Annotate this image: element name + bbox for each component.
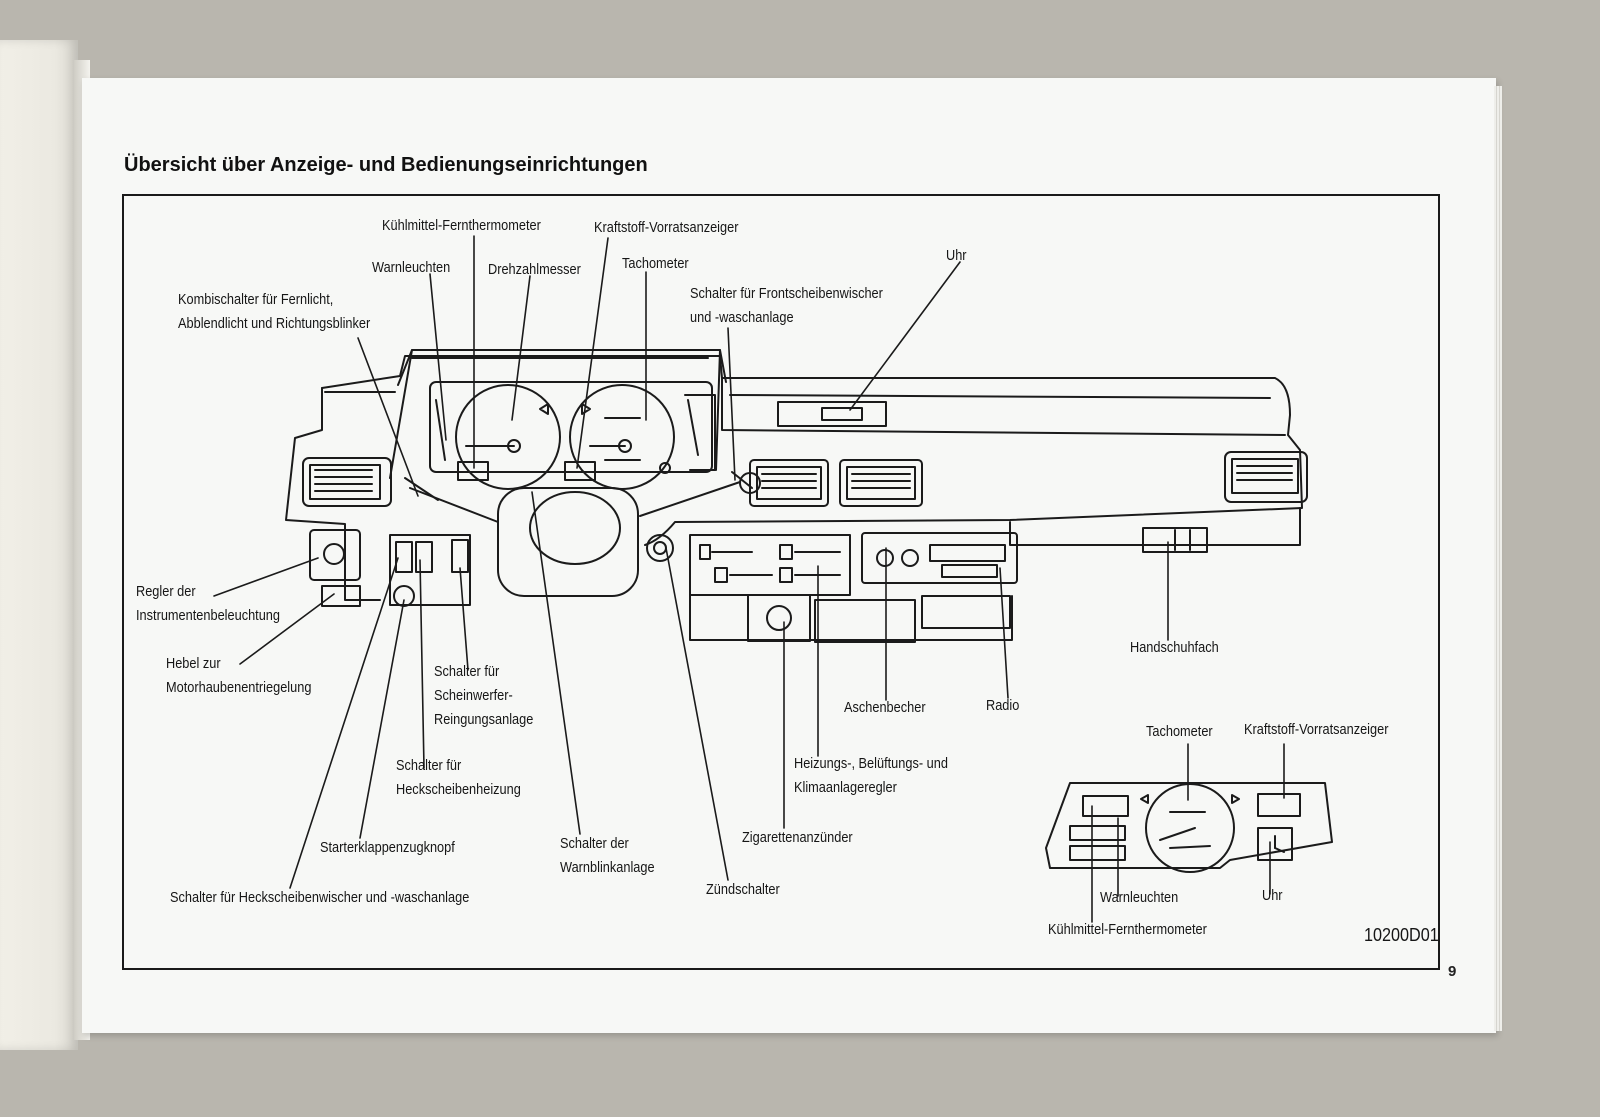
inset-cluster [1045, 782, 1333, 873]
label-drehzahlmesser: Drehzahlmesser [488, 262, 581, 278]
label-tachometer: Tachometer [622, 256, 689, 272]
leader-lines [213, 235, 1169, 889]
label-inset-tachometer: Tachometer [1146, 724, 1213, 740]
label-zigarettenanzuender: Zigarettenanzünder [742, 830, 853, 846]
label-uhr: Uhr [946, 248, 967, 264]
page-stack-edge [1494, 86, 1502, 1031]
glovebox-latch [1142, 527, 1208, 553]
steering-column [404, 471, 761, 597]
label-radio: Radio [986, 698, 1020, 714]
dashboard-body [285, 349, 1303, 601]
label-inset-kuehlmittel: Kühlmittel-Fernthermometer [1048, 922, 1207, 938]
label-heckscheibenwischer: Schalter für Heckscheibenwischer und -wa… [170, 890, 470, 906]
label-warnblinkanlage: Schalter der Warnblinkanlage [560, 836, 655, 876]
center-console [646, 532, 1018, 643]
clock-housing [777, 401, 887, 427]
label-starterklappenzugknopf: Starterklappenzugknopf [320, 840, 455, 856]
inset-leader-lines [1091, 743, 1285, 923]
label-inset-warnleuchten: Warnleuchten [1100, 890, 1179, 906]
manual-page [82, 78, 1496, 1033]
label-frontscheibenwischer: Schalter für Frontscheibenwischer und -w… [690, 286, 883, 326]
label-aschenbecher: Aschenbecher [844, 700, 926, 716]
label-kraftstoff-vorratsanzeiger: Kraftstoff-Vorratsanzeiger [594, 220, 739, 236]
label-zuendschalter: Zündschalter [706, 882, 780, 898]
label-instrumentenbeleuchtung: Regler der Instrumentenbeleuchtung [136, 584, 281, 624]
label-heckscheibenheizung: Schalter für Heckscheibenheizung [396, 758, 521, 798]
label-handschuhfach: Handschuhfach [1130, 640, 1219, 656]
instrument-cluster [429, 381, 716, 490]
label-motorhaubenentriegelung: Hebel zur Motorhaubenentriegelung [166, 656, 312, 696]
label-scheinwerfer-reinigung: Schalter für Scheinwerfer- Reingungsanla… [434, 664, 534, 728]
air-vents [302, 451, 1308, 507]
label-kuehlmittel-fernthermometer: Kühlmittel-Fernthermometer [382, 218, 541, 234]
page-heading: Übersicht über Anzeige- und Bedienungsei… [124, 154, 648, 176]
label-warnleuchten: Warnleuchten [372, 260, 451, 276]
label-kombischalter: Kombischalter für Fernlicht, Abblendlich… [178, 292, 371, 332]
left-page-edge [0, 40, 78, 1050]
label-inset-uhr: Uhr [1262, 888, 1283, 904]
label-heizung-klimaanlage: Heizungs-, Belüftungs- und Klimaanlagere… [794, 756, 948, 796]
figure-code: 10200D01 [1364, 925, 1439, 945]
label-inset-kraftstoff: Kraftstoff-Vorratsanzeiger [1244, 722, 1389, 738]
page-number: 9 [1448, 963, 1457, 980]
figure-frame [122, 194, 1440, 970]
